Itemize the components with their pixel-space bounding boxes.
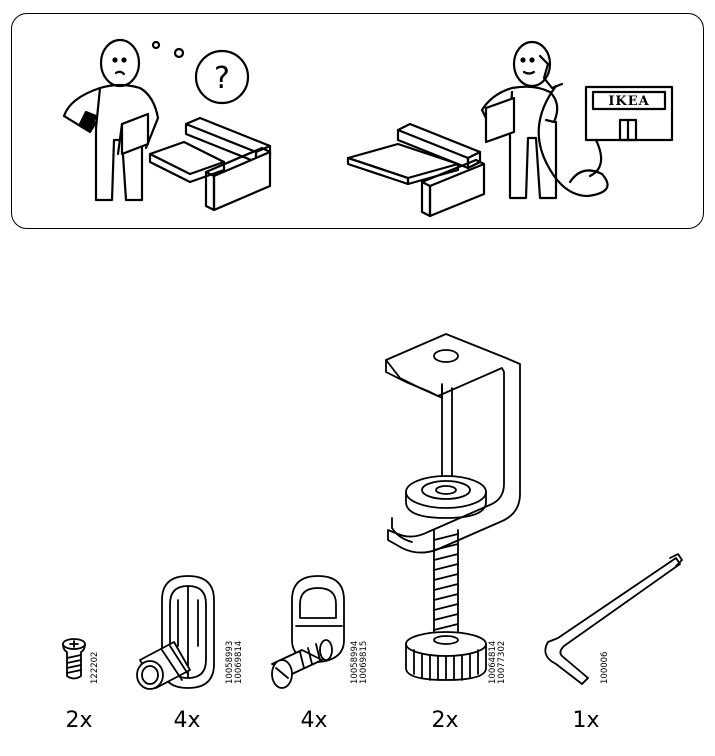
part-code-screw: 122202	[90, 651, 100, 684]
phoning-person-icon	[480, 40, 609, 200]
part-code: 10069815	[359, 640, 369, 684]
quantity-clamp: 2x	[431, 708, 459, 733]
screw-icon	[62, 638, 86, 680]
part-code-allen-key: 100006	[600, 651, 610, 684]
furniture-pieces-left-icon	[148, 116, 272, 212]
furniture-pieces-right-icon	[346, 122, 486, 218]
help-panel	[11, 13, 704, 229]
help-illustration: ?	[62, 38, 674, 218]
part-code: 122202	[90, 651, 100, 684]
question-mark: ?	[214, 61, 230, 96]
part-code: 100006	[600, 651, 610, 684]
allen-key-icon	[544, 553, 683, 685]
cam-bolt-icon	[271, 575, 345, 689]
part-code: 10077302	[497, 640, 507, 684]
quantity-screw: 2x	[65, 708, 93, 733]
part-code-cam-bolt: 10058994 10069815	[350, 640, 369, 684]
cam-lock-icon	[136, 575, 215, 690]
part-code-cam-lock: 10058993 10069814	[225, 640, 244, 684]
ikea-store-icon	[584, 85, 674, 142]
part-code-clamp: 10064814 10077302	[488, 640, 507, 684]
quantity-cam-lock: 4x	[173, 708, 201, 733]
quantity-cam-bolt: 4x	[300, 708, 328, 733]
clamp-icon	[385, 333, 521, 681]
quantity-allen-key: 1x	[572, 708, 600, 733]
ikea-logo: IKEA	[608, 94, 649, 109]
part-code: 10069814	[234, 640, 244, 684]
confused-person-icon	[62, 38, 250, 202]
parts-illustration	[62, 333, 683, 690]
